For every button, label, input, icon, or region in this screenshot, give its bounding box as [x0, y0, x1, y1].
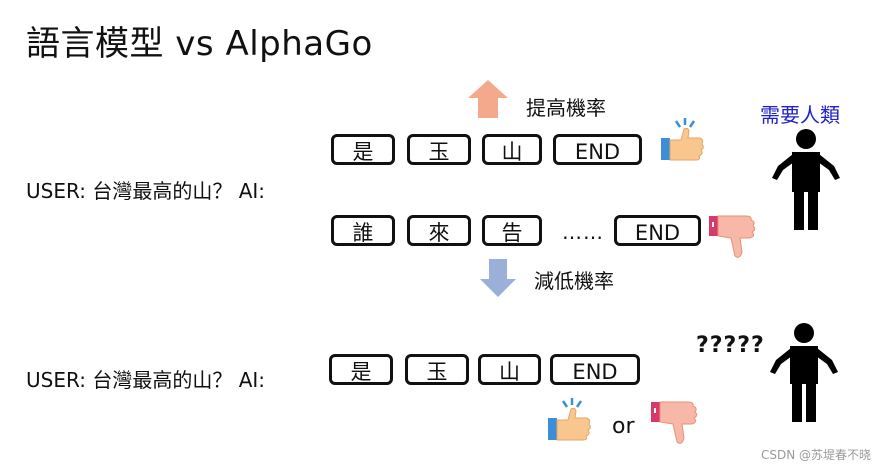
- watermark: CSDN @苏堤春不晓: [760, 448, 871, 462]
- decrease-probability-label: 減低機率: [534, 269, 614, 293]
- increase-probability-label: 提高機率: [526, 96, 606, 120]
- bottom-token-3: 山: [478, 354, 541, 385]
- up-arrow-icon: [468, 80, 508, 118]
- thumbs-up-icon: [661, 118, 704, 161]
- page-title: 語言模型 vs AlphaGo: [26, 24, 373, 64]
- thumbs-down-icon: [651, 401, 698, 444]
- top-user-prompt: USER: 台灣最高的山？ AI:: [26, 179, 266, 203]
- good-token-end: END: [553, 134, 642, 165]
- bottom-token-1: 是: [329, 354, 393, 385]
- bottom-token-end: END: [550, 354, 640, 385]
- or-text: or: [612, 414, 635, 439]
- down-arrow-icon: [480, 259, 516, 297]
- good-token-3: 山: [482, 134, 542, 165]
- bad-token-3: 告: [482, 215, 542, 246]
- bottom-token-2: 玉: [405, 354, 469, 385]
- thumbs-up-icon: [548, 398, 591, 441]
- bad-token-1: 誰: [331, 215, 395, 246]
- person-shrug-icon: [772, 129, 840, 230]
- question-marks: ?????: [696, 333, 765, 358]
- bad-token-2: 來: [407, 215, 471, 246]
- bad-token-end: END: [614, 215, 701, 246]
- person-shrug-icon: [770, 323, 838, 422]
- ellipsis: ……: [562, 220, 604, 244]
- bottom-user-prompt: USER: 台灣最高的山？ AI:: [26, 368, 266, 392]
- thumbs-down-icon: [709, 215, 756, 258]
- good-token-1: 是: [331, 134, 395, 165]
- need-human-label: 需要人類: [760, 103, 840, 127]
- good-token-2: 玉: [407, 134, 471, 165]
